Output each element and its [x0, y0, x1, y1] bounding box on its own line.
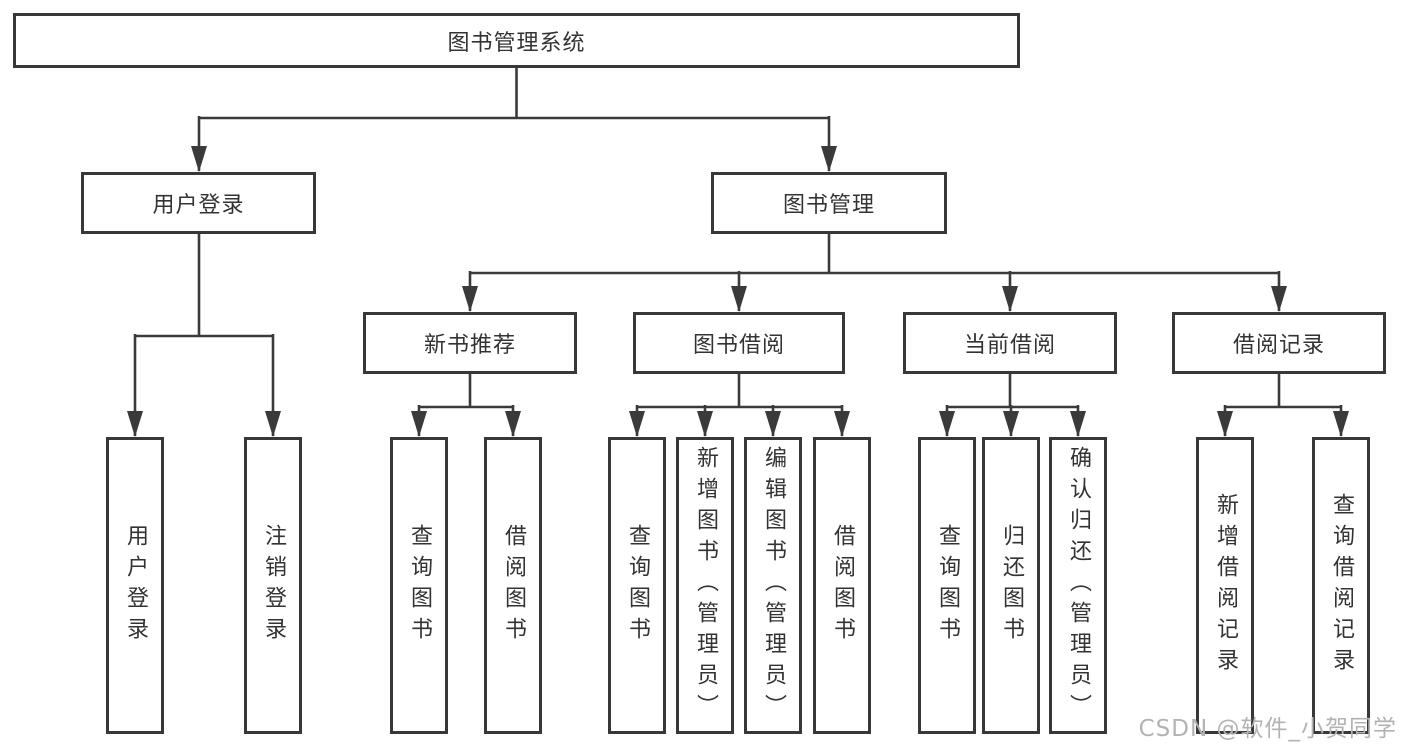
leaf-borrow-books-borrow: 借阅图书: [813, 437, 871, 734]
leaf-return-books: 归还图书: [982, 437, 1040, 734]
leaf-query-borrow-record: 查询借阅记录: [1312, 437, 1370, 734]
node-user-login-label: 用户登录: [152, 193, 245, 218]
node-book-mgmt: 图书管理: [711, 172, 947, 234]
leaf-user-login: 用户登录: [106, 437, 164, 734]
leaf-borrow-books-recommend: 借阅图书: [484, 437, 542, 734]
edges-borrow-records-to-leaves: [1217, 374, 1349, 437]
node-book-borrow-label: 图书借阅: [692, 333, 785, 358]
edges-user-login-to-leaves: [127, 234, 281, 437]
node-book-mgmt-label: 图书管理: [782, 193, 875, 218]
edges-root-to-level2: [191, 66, 837, 172]
leaf-query-books-borrow: 查询图书: [608, 437, 666, 734]
leaf-query-books-recommend: 查询图书: [390, 437, 448, 734]
edges-new-books-to-leaves: [411, 374, 521, 437]
leaf-edit-books-admin: 编辑图书（管理员）: [744, 437, 802, 734]
node-current-borrow: 当前借阅: [903, 312, 1117, 374]
node-root-system: 图书管理系统: [13, 13, 1020, 68]
node-borrow-records-label: 借阅记录: [1232, 333, 1325, 358]
edges-current-borrow-to-leaves: [939, 374, 1086, 437]
node-new-books: 新书推荐: [363, 312, 577, 374]
leaf-logout: 注销登录: [244, 437, 302, 734]
node-root-label: 图书管理系统: [447, 30, 586, 56]
leaf-add-borrow-record: 新增借阅记录: [1196, 437, 1254, 734]
node-borrow-records: 借阅记录: [1172, 312, 1386, 374]
node-current-borrow-label: 当前借阅: [963, 333, 1056, 358]
leaf-query-books-current: 查询图书: [918, 437, 976, 734]
csdn-watermark: CSDN @软件_小贺同学: [1138, 716, 1397, 742]
node-new-books-label: 新书推荐: [423, 333, 516, 358]
edges-book-borrow-to-leaves: [629, 374, 850, 437]
leaf-add-books-admin: 新增图书（管理员）: [676, 437, 734, 734]
node-user-login: 用户登录: [81, 172, 316, 234]
leaf-confirm-return-admin: 确认归还（管理员）: [1049, 437, 1107, 734]
edges-book-mgmt-to-level3: [462, 234, 1287, 312]
node-book-borrow: 图书借阅: [633, 312, 845, 374]
